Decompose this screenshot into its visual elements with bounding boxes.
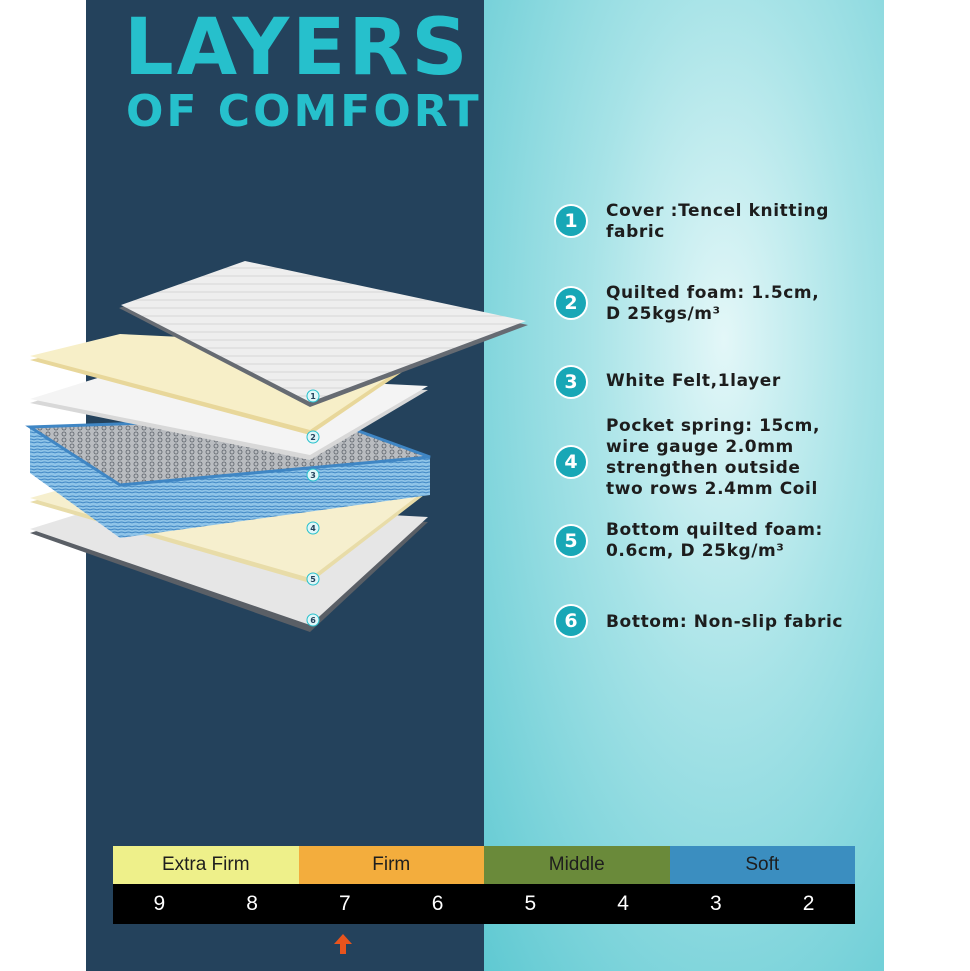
callout-2-label: 2	[310, 433, 316, 442]
layer-number-badge: 2	[556, 288, 586, 318]
layer-number-badge: 1	[556, 206, 586, 236]
layer-description: Pocket spring: 15cm, wire gauge 2.0mm st…	[606, 416, 821, 499]
arrow-up-icon	[334, 934, 352, 954]
firmness-number: 2	[802, 892, 815, 915]
callout-5-marker	[306, 572, 320, 586]
firmness-extra-firm: Extra Firm	[113, 846, 299, 884]
firmness-number: 8	[246, 892, 258, 915]
page-subtitle: OF COMFORT	[126, 86, 482, 137]
layer-description: White Felt,1layer	[606, 371, 781, 391]
layer-description: Bottom: Non-slip fabric	[606, 612, 844, 632]
layer-description: Quilted foam: 1.5cm, D 25kgs/m³	[606, 283, 820, 324]
firmness-firm: Firm	[298, 846, 484, 884]
callout-4-label: 4	[310, 524, 316, 533]
callout-1-marker	[306, 389, 320, 403]
callout-4-marker	[306, 521, 320, 535]
layer-number-badge: 6	[556, 606, 586, 636]
page-title: LAYERS	[124, 3, 471, 93]
firmness-soft: Soft	[669, 846, 855, 884]
layer-number-badge: 3	[556, 367, 586, 397]
firmness-labels: Extra Firm Firm Middle Soft	[113, 846, 855, 884]
callout-2-marker	[306, 430, 320, 444]
callout-6-label: 6	[310, 616, 316, 625]
firmness-middle: Middle	[484, 846, 670, 884]
layer-description: Cover :Tencel knitting fabric	[606, 201, 829, 242]
firmness-number: 4	[617, 892, 629, 915]
callout-3-label: 3	[310, 471, 316, 480]
firmness-numbers: 9 8 7 6 5 4 3 2	[113, 884, 855, 924]
mattress-layers-diagram: 1 2 3 4 5 6	[25, 261, 528, 632]
layer-number-badge: 5	[556, 526, 586, 556]
firmness-number: 9	[153, 892, 166, 915]
callout-3-marker	[306, 468, 320, 482]
callout-1-label: 1	[310, 392, 316, 401]
callout-6-marker	[306, 613, 320, 627]
layer-number-badge: 4	[556, 447, 586, 477]
firmness-number: 5	[524, 892, 537, 915]
firmness-number: 7	[339, 892, 351, 915]
layer-1-cover	[119, 261, 528, 407]
layer-description: Bottom quilted foam: 0.6cm, D 25kg/m³	[606, 520, 823, 561]
right-panel	[484, 0, 884, 971]
firmness-scale: Extra Firm Firm Middle Soft 9 8 7 6 5 4 …	[113, 846, 855, 924]
firmness-number: 3	[710, 892, 722, 915]
firmness-number: 6	[431, 892, 444, 915]
callout-5-label: 5	[310, 575, 316, 584]
